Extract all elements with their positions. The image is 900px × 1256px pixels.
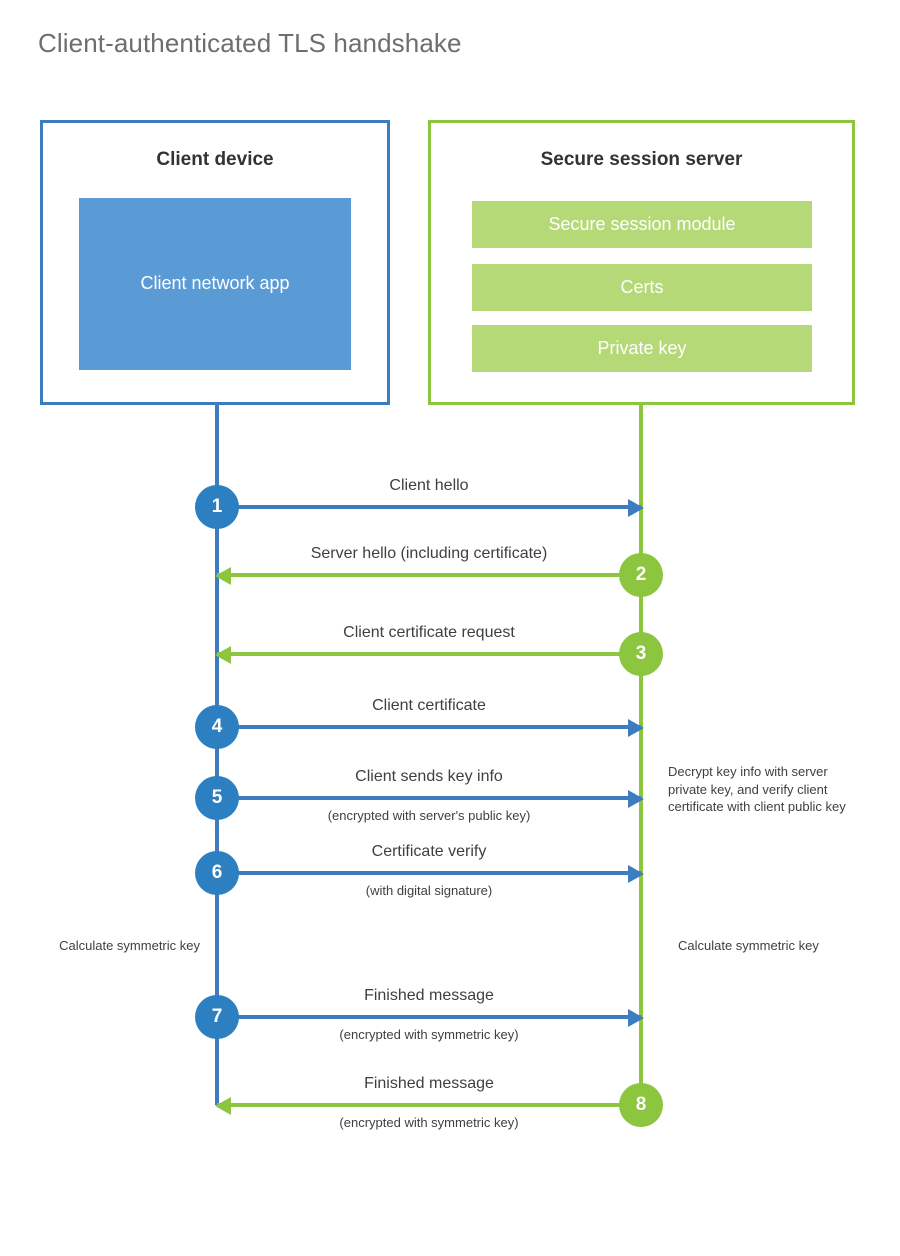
message-arrow-line-6 xyxy=(217,871,641,875)
client-network-app-block: Client network app xyxy=(79,198,351,370)
client-calculate-symmetric-key-annotation: Calculate symmetric key xyxy=(59,938,200,953)
message-label-7: Finished message xyxy=(364,987,494,1004)
step-circle-2[interactable]: 2 xyxy=(619,553,663,597)
message-arrow-line-2 xyxy=(217,573,641,577)
step-circle-3[interactable]: 3 xyxy=(619,632,663,676)
secure-session-server-box: Secure session server Secure session mod… xyxy=(428,120,855,405)
message-label-1: Client hello xyxy=(389,477,469,494)
step-circle-4[interactable]: 4 xyxy=(195,705,239,749)
message-sublabel-5: (encrypted with server's public key) xyxy=(327,808,531,823)
message-arrow-line-1 xyxy=(217,505,641,509)
message-label-3: Client certificate request xyxy=(343,624,515,641)
client-device-title: Client device xyxy=(156,149,274,170)
message-arrow-line-8 xyxy=(217,1103,641,1107)
message-sublabel-6: (with digital signature) xyxy=(365,883,493,898)
client-device-box: Client device Client network app xyxy=(40,120,390,405)
step-circle-5[interactable]: 5 xyxy=(195,776,239,820)
private-key-block: Private key xyxy=(472,325,812,372)
server-decrypt-annotation: Decrypt key info with server private key… xyxy=(668,764,846,815)
arrowhead-8 xyxy=(215,1097,231,1115)
message-arrow-line-7 xyxy=(217,1015,641,1019)
certs-block: Certs xyxy=(472,264,812,311)
message-label-5: Client sends key info xyxy=(355,768,503,785)
arrowhead-5 xyxy=(628,790,644,808)
step-circle-8[interactable]: 8 xyxy=(619,1083,663,1127)
message-label-2: Server hello (including certificate) xyxy=(310,545,548,562)
step-circle-1[interactable]: 1 xyxy=(195,485,239,529)
arrowhead-1 xyxy=(628,499,644,517)
server-lifeline xyxy=(639,405,643,1105)
message-arrow-line-3 xyxy=(217,652,641,656)
message-label-8: Finished message xyxy=(364,1075,494,1092)
arrowhead-7 xyxy=(628,1009,644,1027)
arrowhead-4 xyxy=(628,719,644,737)
server-calculate-symmetric-key-annotation: Calculate symmetric key xyxy=(678,938,819,953)
arrowhead-6 xyxy=(628,865,644,883)
client-lifeline xyxy=(215,405,219,1105)
message-label-6: Certificate verify xyxy=(371,843,487,860)
page-title: Client-authenticated TLS handshake xyxy=(38,28,462,58)
message-sublabel-7: (encrypted with symmetric key) xyxy=(339,1027,519,1042)
secure-session-module-block: Secure session module xyxy=(472,201,812,248)
step-circle-7[interactable]: 7 xyxy=(195,995,239,1039)
arrowhead-3 xyxy=(215,646,231,664)
message-sublabel-8: (encrypted with symmetric key) xyxy=(339,1115,519,1130)
step-circle-6[interactable]: 6 xyxy=(195,851,239,895)
message-arrow-line-4 xyxy=(217,725,641,729)
secure-session-server-title: Secure session server xyxy=(540,149,743,170)
message-arrow-line-5 xyxy=(217,796,641,800)
message-label-4: Client certificate xyxy=(372,697,486,714)
arrowhead-2 xyxy=(215,567,231,585)
